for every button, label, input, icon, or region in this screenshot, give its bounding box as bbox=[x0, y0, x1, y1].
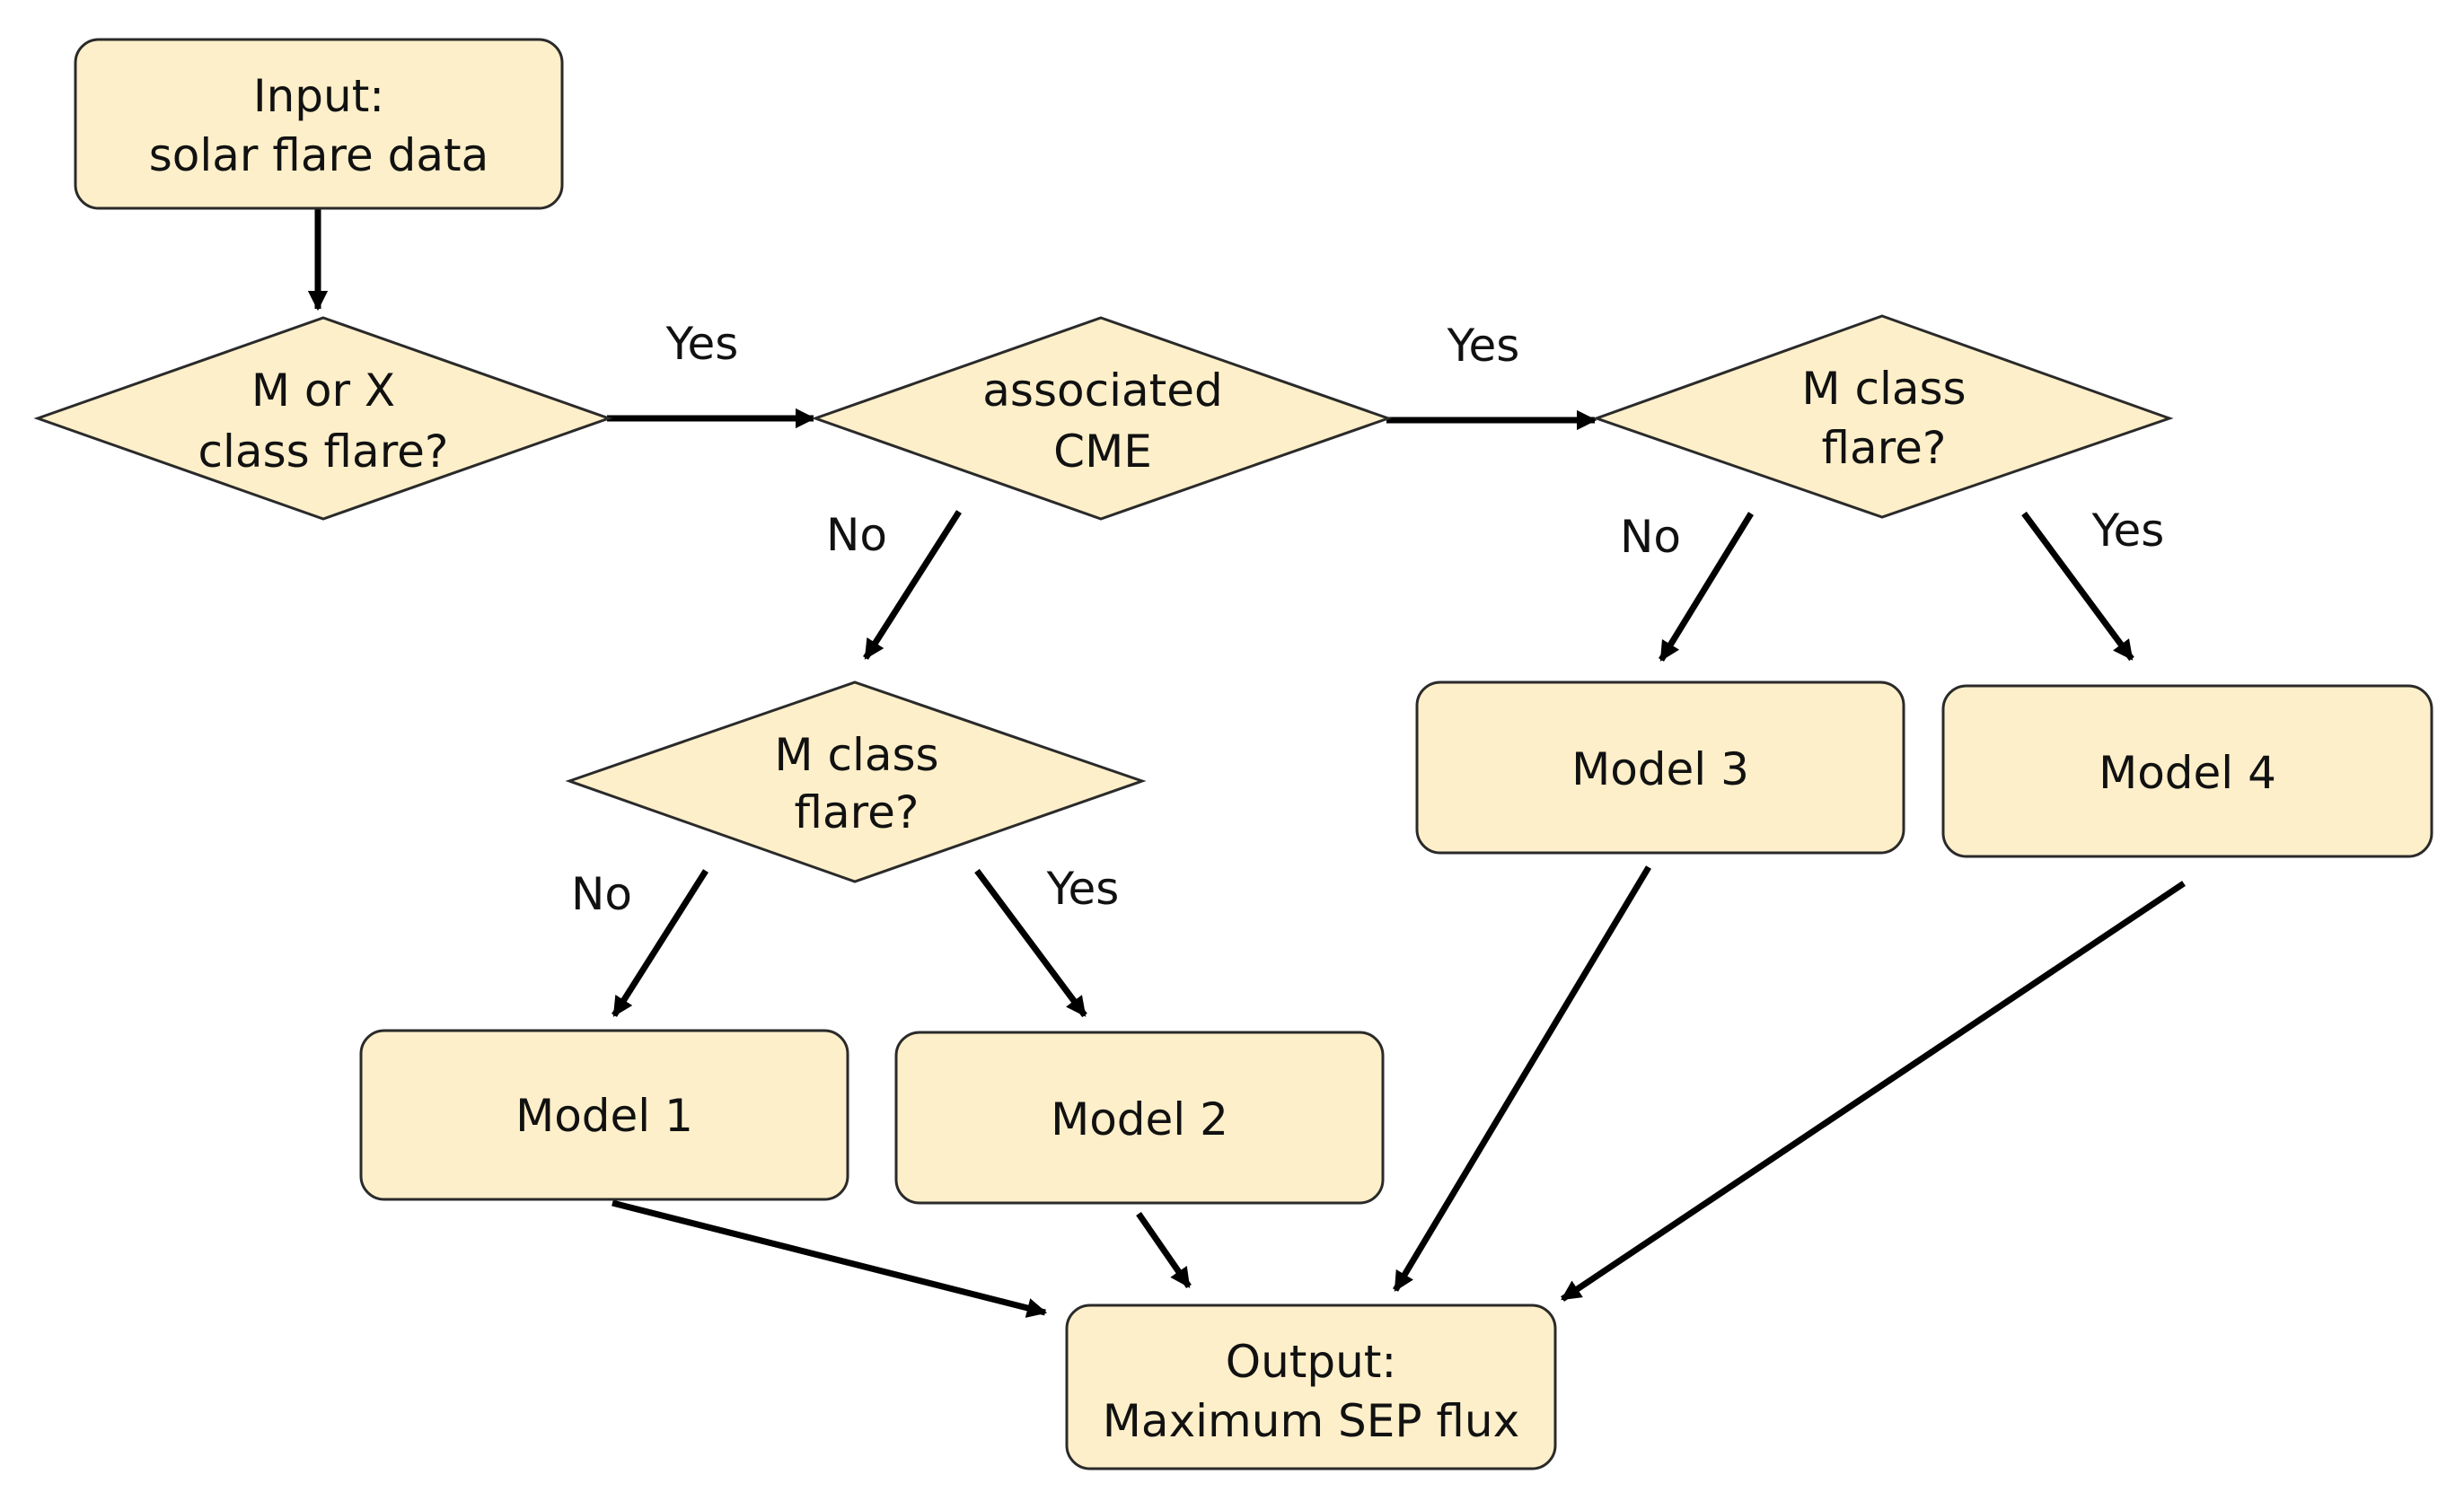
decision-m-class-cme: M class flare? bbox=[1592, 314, 2174, 519]
edge-label-d2-no: No bbox=[826, 509, 887, 561]
node-model-4-label: Model 4 bbox=[2099, 747, 2276, 799]
node-model-2-label: Model 2 bbox=[1051, 1093, 1228, 1146]
edge-label-d3-yes: Yes bbox=[2091, 505, 2165, 557]
decision-m-or-x-class-line-2: class flare? bbox=[198, 426, 449, 478]
node-input-box bbox=[74, 38, 564, 210]
edge-label-d1-yes: Yes bbox=[665, 318, 739, 370]
decision-m-class-no-cme-line-1: M class bbox=[774, 729, 938, 781]
edge-model3-to-output bbox=[1392, 865, 1652, 1292]
decision-m-or-x-class: M or X class flare? bbox=[33, 316, 613, 521]
node-model-3-box bbox=[1415, 680, 1905, 855]
decision-m-class-cme-shape bbox=[1592, 314, 2174, 519]
decision-m-or-x-class-shape bbox=[33, 316, 613, 521]
node-model-4: Model 4 bbox=[1941, 684, 2433, 858]
decision-associated-cme-line-2: CME bbox=[1053, 426, 1152, 478]
node-model-3-label: Model 3 bbox=[1571, 743, 1749, 795]
edge-d4-to-model1 bbox=[612, 869, 708, 1017]
node-output-line-2: Maximum SEP flux bbox=[1103, 1395, 1519, 1447]
decision-associated-cme: associated CME bbox=[811, 316, 1393, 521]
edge-model4-to-output bbox=[1561, 881, 2186, 1302]
node-input: Input: solar flare data bbox=[74, 38, 564, 210]
decision-m-class-cme-line-1: M class bbox=[1801, 363, 1966, 415]
node-model-1: Model 1 bbox=[359, 1029, 849, 1201]
node-output-line-1: Output: bbox=[1226, 1336, 1397, 1388]
edge-label-d2-yes: Yes bbox=[1447, 320, 1520, 372]
node-model-1-label: Model 1 bbox=[515, 1090, 693, 1142]
edge-labels: Yes Yes No No Yes No Yes bbox=[571, 318, 2164, 920]
edge-model2-to-output bbox=[1136, 1212, 1192, 1288]
decision-m-or-x-class-line-1: M or X bbox=[251, 364, 395, 417]
node-model-1-box bbox=[359, 1029, 849, 1201]
node-output: Output: Maximum SEP flux bbox=[1065, 1304, 1557, 1470]
edge-label-d4-yes: Yes bbox=[1046, 863, 1120, 915]
edge-d2-to-d4 bbox=[863, 510, 962, 660]
edge-model1-to-output bbox=[612, 1199, 1048, 1318]
node-model-3: Model 3 bbox=[1415, 680, 1905, 855]
decision-m-class-no-cme: M class flare? bbox=[565, 680, 1147, 883]
node-input-line-2: solar flare data bbox=[149, 129, 489, 181]
edge-label-d4-no: No bbox=[571, 868, 632, 920]
edges bbox=[307, 208, 2186, 1318]
node-input-line-1: Input: bbox=[253, 70, 384, 122]
decision-m-class-cme-line-2: flare? bbox=[1822, 422, 1947, 474]
decision-m-class-no-cme-line-2: flare? bbox=[795, 786, 920, 838]
decision-associated-cme-line-1: associated bbox=[982, 364, 1222, 417]
edge-d4-to-model2 bbox=[974, 868, 1087, 1018]
node-model-4-box bbox=[1941, 684, 2433, 858]
edge-d3-to-model3 bbox=[1659, 512, 1754, 662]
decision-associated-cme-shape bbox=[811, 316, 1393, 521]
node-output-box bbox=[1065, 1304, 1557, 1470]
node-model-2: Model 2 bbox=[894, 1031, 1385, 1205]
decision-m-class-no-cme-shape bbox=[565, 680, 1147, 883]
node-model-2-box bbox=[894, 1031, 1385, 1205]
edge-label-d3-no: No bbox=[1620, 511, 1681, 563]
edge-d3-to-model4 bbox=[2021, 511, 2134, 662]
